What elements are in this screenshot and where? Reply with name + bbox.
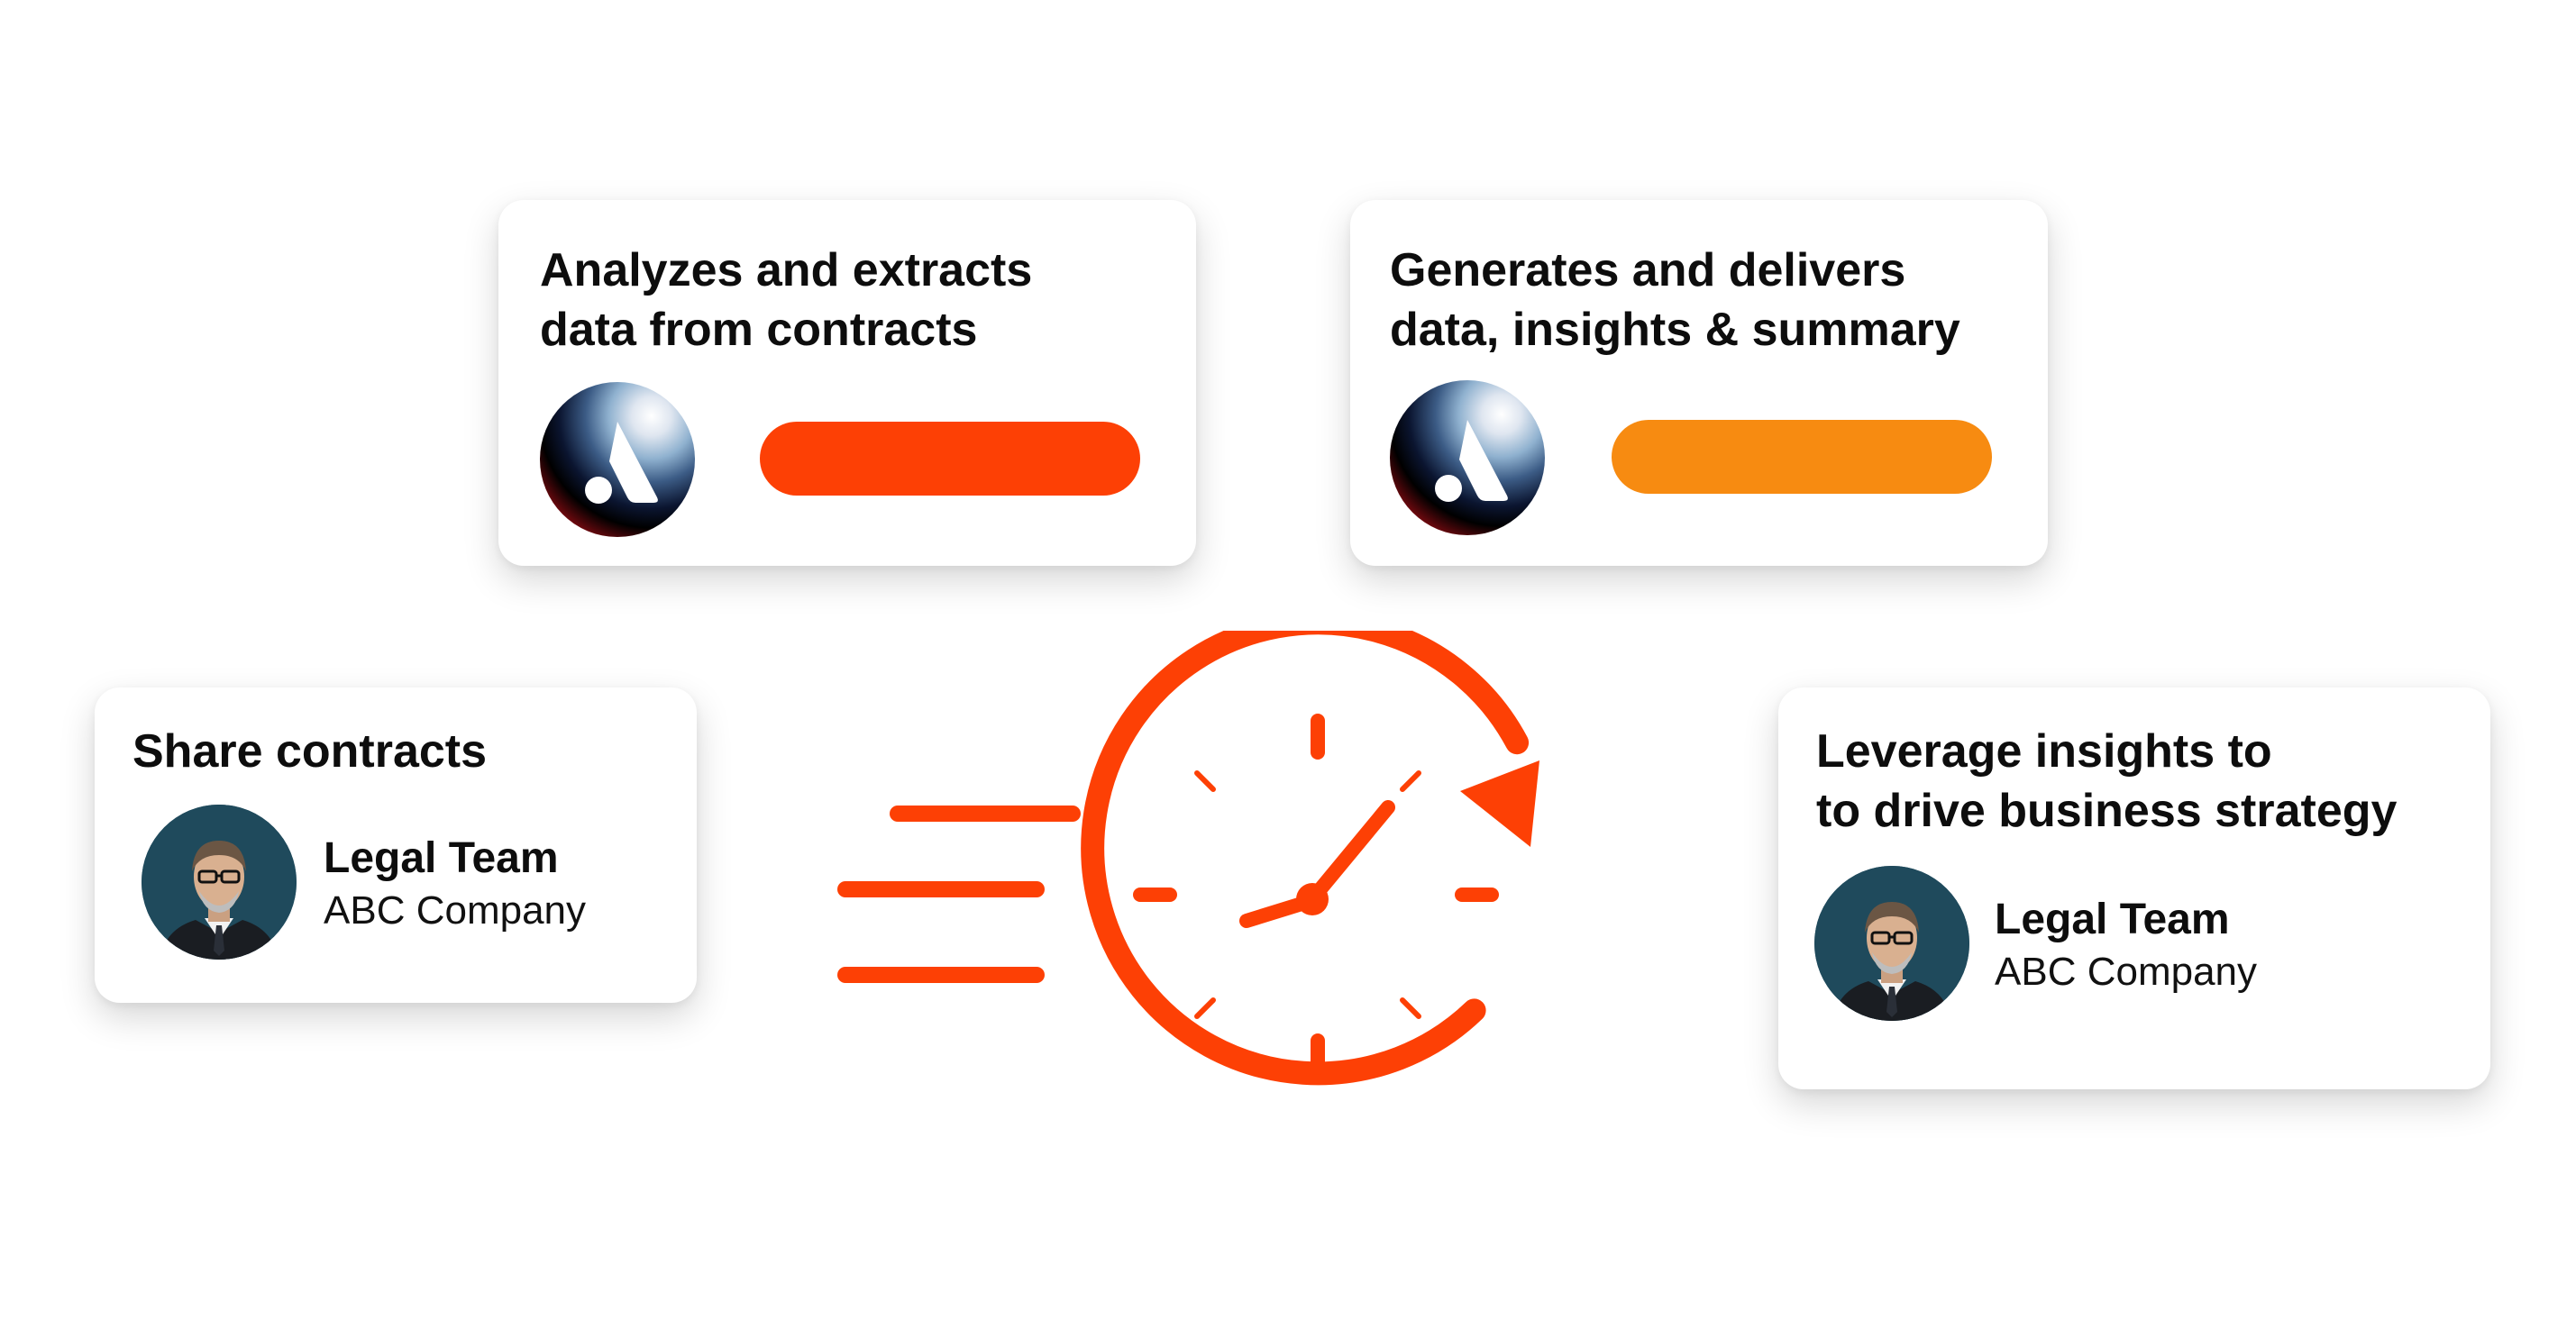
a-logo-icon — [1390, 380, 1545, 535]
clock-ring — [1081, 631, 1530, 1086]
card-share: Share contracts Legal Team ABC Company — [95, 687, 697, 1003]
avatar — [1814, 866, 1969, 1021]
card-generate: Generates and delivers data, insights & … — [1350, 200, 2048, 566]
progress-bar — [1612, 420, 1992, 494]
fast-clock-icon — [837, 631, 1539, 1086]
person-name: Legal Team — [1995, 896, 2230, 943]
card-title: Generates and delivers data, insights & … — [1390, 244, 1960, 356]
card-title: Leverage insights to to drive business s… — [1816, 725, 2398, 837]
card-title: Share contracts — [132, 725, 488, 778]
card-leverage: Leverage insights to to drive business s… — [1778, 687, 2490, 1089]
person-name: Legal Team — [324, 834, 559, 882]
arrow-head — [1460, 760, 1539, 847]
progress-bar — [760, 422, 1140, 496]
card-analyze: Analyzes and extracts data from contract… — [498, 200, 1196, 566]
person-company: ABC Company — [324, 888, 587, 933]
a-logo-icon — [540, 382, 695, 537]
person-company: ABC Company — [1995, 950, 2258, 994]
card-title: Analyzes and extracts data from contract… — [540, 244, 1033, 356]
avatar — [142, 805, 297, 960]
